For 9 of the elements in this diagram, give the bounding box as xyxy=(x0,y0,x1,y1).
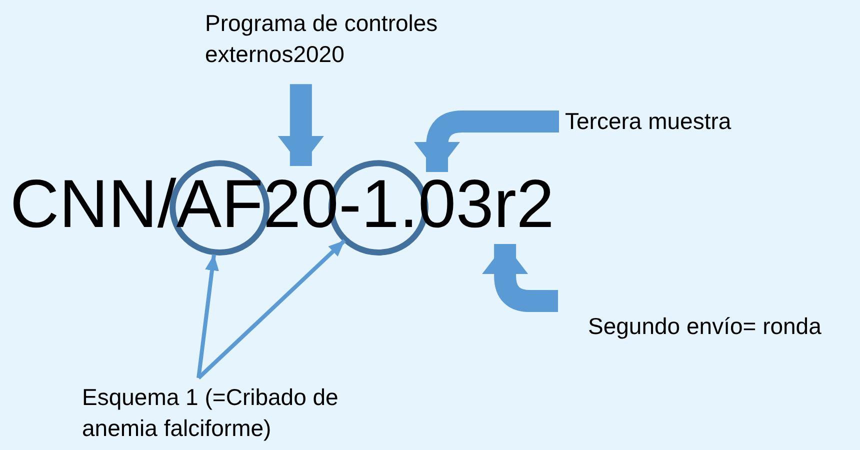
annotation-text: Tercera muestra xyxy=(565,106,734,138)
arrow xyxy=(196,254,219,378)
arrow xyxy=(197,239,346,380)
annotation-text: Esquema 1 (=Cribado de anemia falciforme) xyxy=(82,382,341,444)
annotation-text: Segundo envío= ronda xyxy=(588,311,824,342)
block-arrow xyxy=(278,84,324,166)
curved-arrow xyxy=(482,244,558,312)
curved-arrow xyxy=(414,110,559,172)
annotation-text: Programa de controles externos2020 xyxy=(205,8,440,70)
